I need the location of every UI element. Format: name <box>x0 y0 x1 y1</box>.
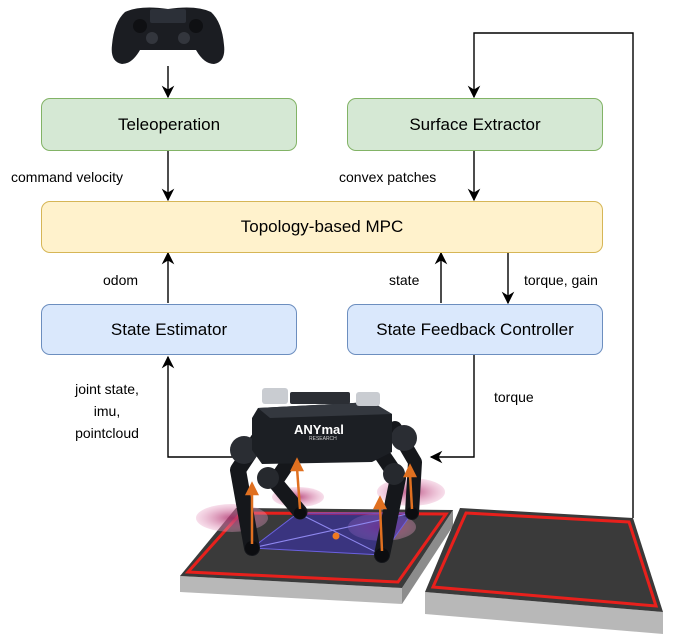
label-sensors-imu: imu, <box>93 403 121 419</box>
edges <box>161 32 634 518</box>
support-polygon <box>250 512 413 556</box>
label-torque: torque <box>494 389 534 405</box>
label-sensors-joint: joint state, <box>75 381 139 397</box>
robot-illustration <box>230 388 422 563</box>
label-sensors: joint state, imu, pointcloud <box>52 378 162 444</box>
label-odom: odom <box>103 272 139 288</box>
teleoperation-box: Teleoperation <box>41 98 297 151</box>
label-sensors-pointcloud: pointcloud <box>75 425 139 441</box>
edge-robot-estimator <box>161 355 249 458</box>
terrain-block-right <box>425 508 663 634</box>
label-torque-gain: torque, gain <box>524 272 598 288</box>
edge-controller-robot <box>429 355 475 464</box>
robot-logo-sub: RESEARCH <box>309 436 337 442</box>
edge-terrain-surface <box>467 32 634 518</box>
label-convex-patches: convex patches <box>339 169 437 185</box>
feedback-controller-box: State Feedback Controller <box>347 304 603 355</box>
label-command-velocity: command velocity <box>11 169 124 185</box>
robot-logo: ANYmal <box>294 422 344 437</box>
gamepad-icon <box>111 7 225 64</box>
mpc-box: Topology-based MPC <box>41 201 603 253</box>
state-estimator-box: State Estimator <box>41 304 297 355</box>
surface-extractor-box: Surface Extractor <box>347 98 603 151</box>
label-state: state <box>389 272 420 288</box>
